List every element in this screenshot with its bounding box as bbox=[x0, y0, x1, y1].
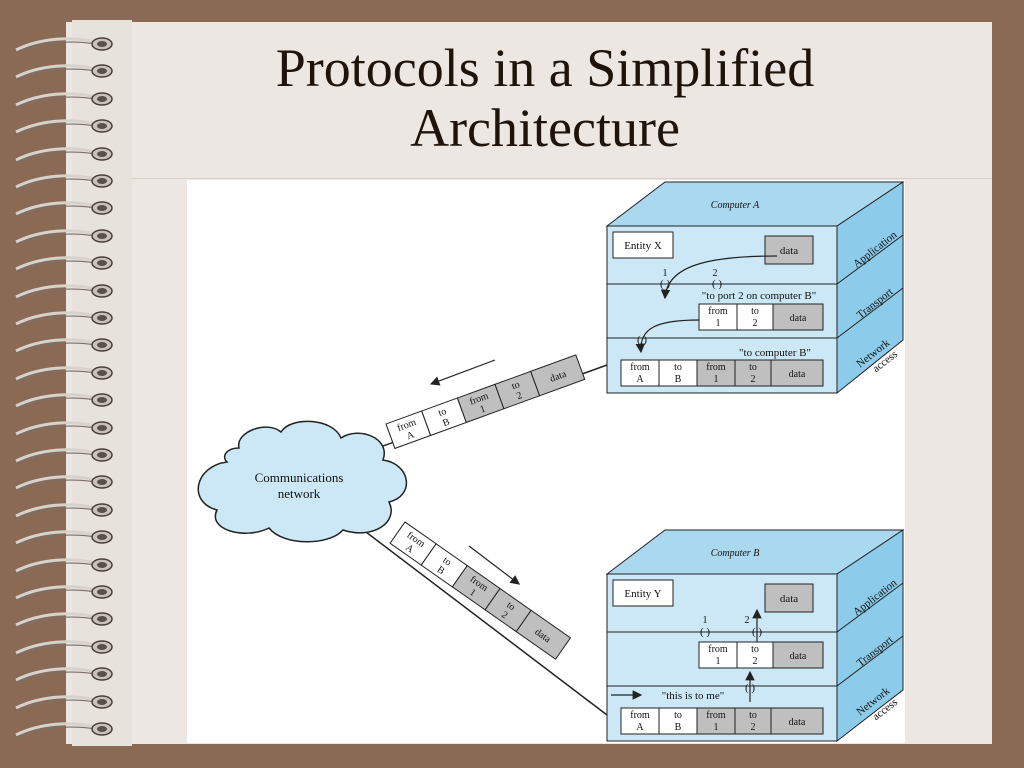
computer-a-app-data bbox=[764, 235, 814, 265]
spiral-ring bbox=[10, 363, 114, 387]
spiral-ring bbox=[10, 308, 114, 332]
svg-text:1: 1 bbox=[467, 587, 477, 599]
port-1-symbol-b: ( ) bbox=[700, 626, 710, 638]
port-2-symbol-a: ( ) bbox=[712, 278, 722, 290]
svg-text:to: to bbox=[751, 306, 759, 317]
packet-upper-arrow bbox=[429, 359, 496, 386]
computer-b: Computer B Application Transport Network… bbox=[605, 529, 905, 743]
spiral-ring bbox=[10, 418, 114, 442]
packet-lower-arrow bbox=[468, 545, 520, 585]
spiral-ring bbox=[10, 609, 114, 633]
computer-a-network-arrow bbox=[635, 319, 700, 354]
spiral-ring bbox=[10, 34, 114, 58]
communications-network-cloud: Communications network bbox=[197, 420, 407, 543]
spiral-ring bbox=[10, 116, 114, 140]
svg-text:data: data bbox=[789, 369, 806, 380]
spiral-ring bbox=[10, 390, 114, 414]
spiral-ring bbox=[10, 664, 114, 688]
spiral-ring bbox=[10, 171, 114, 195]
svg-text:2: 2 bbox=[751, 374, 756, 385]
svg-text:1: 1 bbox=[716, 318, 721, 329]
computer-b-network-note: "this is to me" bbox=[662, 690, 724, 702]
computer-a-down-arrow bbox=[660, 255, 778, 300]
spiral-ring bbox=[10, 89, 114, 113]
computer-a: Computer A Application Transport Network… bbox=[605, 181, 905, 395]
protocol-diagram: Communications network from A to B from … bbox=[187, 180, 905, 743]
spiral-ring bbox=[10, 582, 114, 606]
spiral-ring bbox=[10, 61, 114, 85]
svg-text:2: 2 bbox=[745, 615, 750, 626]
svg-text:from: from bbox=[706, 362, 726, 373]
svg-text:B: B bbox=[675, 722, 682, 733]
svg-text:A: A bbox=[636, 374, 644, 385]
entity-x-box bbox=[612, 231, 674, 259]
spiral-ring bbox=[10, 692, 114, 716]
entity-y-box bbox=[612, 579, 674, 607]
packet-upper-b: B bbox=[441, 416, 451, 429]
spiral-ring bbox=[10, 527, 114, 551]
svg-text:B: B bbox=[675, 374, 682, 385]
cloud-label-line2: network bbox=[278, 486, 321, 501]
cloud-label-line1: Communications bbox=[255, 470, 344, 485]
svg-text:to: to bbox=[751, 644, 759, 655]
spiral-ring bbox=[10, 144, 114, 168]
spiral-ring bbox=[10, 637, 114, 661]
packet-lower: from A to B from 1 to 2 data bbox=[389, 521, 572, 660]
port-1-symbol-a: ( ) bbox=[660, 278, 670, 290]
packet-upper: from A to B from 1 to 2 data bbox=[385, 354, 586, 450]
svg-text:2: 2 bbox=[515, 390, 523, 402]
packet-upper-to2: to bbox=[510, 379, 521, 392]
svg-text:1: 1 bbox=[716, 656, 721, 667]
svg-text:2: 2 bbox=[753, 656, 758, 667]
computer-b-label: Computer B bbox=[711, 548, 760, 559]
svg-text:2: 2 bbox=[713, 268, 718, 279]
spiral-ring bbox=[10, 335, 114, 359]
spiral-ring bbox=[10, 445, 114, 469]
slide-title: Protocols in a Simplified Architecture bbox=[275, 38, 815, 158]
svg-text:to: to bbox=[674, 362, 682, 373]
svg-text:1: 1 bbox=[479, 403, 487, 415]
computer-b-app-data bbox=[764, 583, 814, 613]
svg-text:data: data bbox=[790, 313, 807, 324]
svg-text:from: from bbox=[630, 710, 650, 721]
svg-text:from: from bbox=[630, 362, 650, 373]
computer-a-transport-note: "to port 2 on computer B" bbox=[702, 290, 816, 302]
svg-text:from: from bbox=[706, 710, 726, 721]
spiral-ring bbox=[10, 198, 114, 222]
spiral-ring bbox=[10, 472, 114, 496]
packet-upper-to: to bbox=[437, 406, 448, 419]
svg-text:to: to bbox=[674, 710, 682, 721]
svg-text:2: 2 bbox=[751, 722, 756, 733]
svg-text:data: data bbox=[789, 717, 806, 728]
svg-text:to: to bbox=[749, 710, 757, 721]
computer-a-network-note: "to computer B" bbox=[739, 347, 811, 359]
svg-text:2: 2 bbox=[499, 609, 509, 621]
spiral-ring bbox=[10, 281, 114, 305]
svg-text:data: data bbox=[790, 651, 807, 662]
svg-text:1: 1 bbox=[714, 374, 719, 385]
spiral-ring bbox=[10, 226, 114, 250]
entity-x-label: Entity X bbox=[624, 240, 662, 252]
diagram-svg: Communications network from A to B from … bbox=[197, 181, 905, 743]
svg-text:to: to bbox=[749, 362, 757, 373]
svg-text:1: 1 bbox=[714, 722, 719, 733]
svg-text:1: 1 bbox=[703, 615, 708, 626]
spiral-ring bbox=[10, 555, 114, 579]
svg-text:2: 2 bbox=[753, 318, 758, 329]
spiral-ring bbox=[10, 719, 114, 743]
computer-a-label: Computer A bbox=[711, 200, 760, 211]
spiral-ring bbox=[10, 253, 114, 277]
svg-text:from: from bbox=[708, 644, 728, 655]
svg-text:A: A bbox=[636, 722, 644, 733]
spiral-ring bbox=[10, 500, 114, 524]
link-line-b bbox=[336, 509, 608, 716]
svg-text:data: data bbox=[780, 245, 798, 257]
svg-text:from: from bbox=[708, 306, 728, 317]
entity-y-label: Entity Y bbox=[624, 588, 661, 600]
title-divider bbox=[132, 178, 992, 179]
svg-text:1: 1 bbox=[663, 268, 668, 279]
packet-upper-a: A bbox=[405, 429, 416, 442]
svg-text:data: data bbox=[780, 593, 798, 605]
